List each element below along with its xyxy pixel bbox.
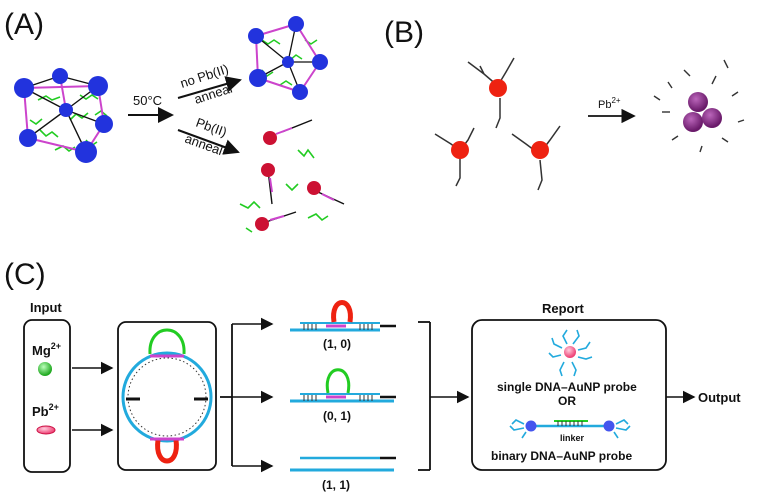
temperature-label: 50°C	[133, 93, 162, 108]
panel-c: (C) Input Mg2+ Pb2+	[4, 258, 741, 492]
state-label-0-1: (0, 1)	[323, 409, 351, 423]
red-np-probes	[434, 57, 561, 191]
state-0-1-duplex	[290, 368, 396, 403]
panel-a: (A)	[4, 8, 345, 233]
single-probe-icon	[548, 329, 593, 377]
dna-circuit-box	[117, 321, 217, 471]
pb-ion-label: Pb2+	[598, 96, 621, 111]
dna-circuit-ring	[121, 328, 213, 464]
panel-c-label: (C)	[4, 258, 46, 291]
output-label: Output	[698, 390, 741, 405]
panel-a-label: (A)	[4, 8, 44, 41]
aggregated-np	[653, 59, 745, 153]
report-title: Report	[542, 301, 585, 316]
linker-label: linker	[560, 433, 585, 443]
nanoparticle-cluster-assembled	[14, 68, 113, 163]
state-1-0-duplex	[290, 300, 396, 332]
state-label-1-0: (1, 0)	[323, 337, 351, 351]
pb-input-label: Pb2+	[32, 402, 59, 419]
mg-label: Mg2+	[32, 341, 61, 358]
input-title: Input	[30, 300, 62, 315]
or-text: OR	[558, 394, 576, 408]
single-probe-label: single DNA–AuNP probe	[497, 380, 637, 394]
merge-bracket	[418, 321, 431, 471]
binary-probe-icon	[509, 419, 631, 439]
nanoparticle-cluster-reassembled	[248, 16, 328, 100]
input-box	[23, 319, 71, 473]
panel-b: (B) Pb2+	[384, 16, 745, 191]
no-pb-arrow	[177, 76, 242, 99]
state-1-1-strands	[290, 456, 396, 472]
panel-b-label: (B)	[384, 16, 424, 49]
pb-ion-icon	[36, 425, 56, 435]
nanoparticles-dispersed	[239, 119, 345, 233]
branch-bracket	[220, 324, 233, 466]
pb-arrow	[177, 129, 240, 155]
report-box	[471, 319, 667, 471]
state-label-1-1: (1, 1)	[322, 478, 350, 492]
mg-ion-icon	[38, 362, 52, 376]
binary-probe-label: binary DNA–AuNP probe	[491, 449, 632, 463]
